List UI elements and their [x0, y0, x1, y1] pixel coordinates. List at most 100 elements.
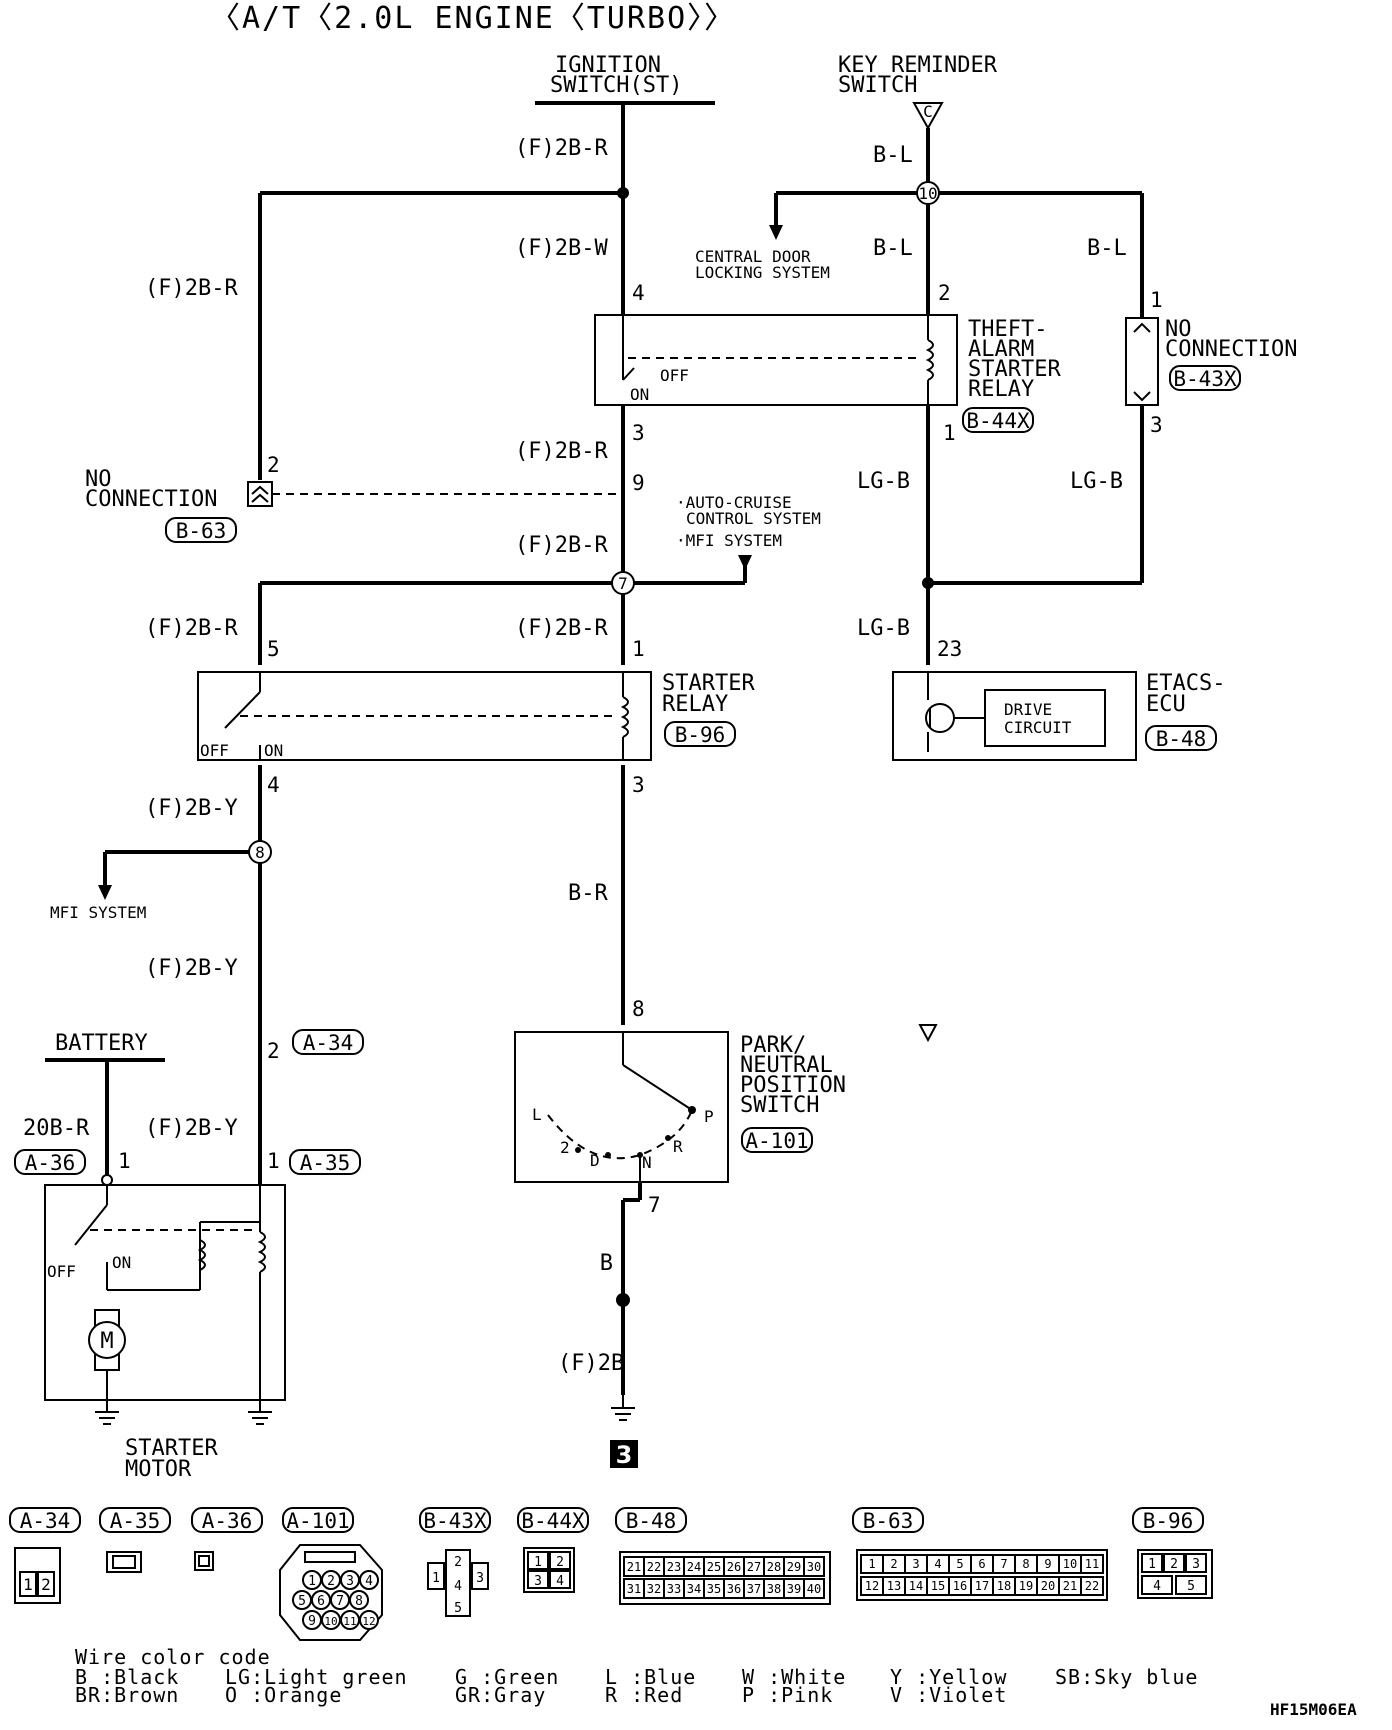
connector-pin-cell	[803, 1556, 825, 1577]
svg-text:6: 6	[317, 1594, 325, 1609]
svg-text:N: N	[642, 1153, 652, 1172]
pin-label: 4	[267, 773, 280, 797]
svg-text:L: L	[532, 1105, 542, 1124]
no-connection-b63: NO CONNECTION B-63	[85, 467, 273, 543]
svg-text:2: 2	[1170, 1557, 1178, 1572]
ignition-switch-label: IGNITION SWITCH(ST)	[550, 53, 682, 98]
svg-text:5: 5	[454, 1601, 462, 1616]
svg-text:8: 8	[255, 843, 265, 862]
svg-text:THEFT-: THEFT-	[968, 317, 1047, 342]
svg-text:CENTRAL DOOR: CENTRAL DOOR	[695, 247, 811, 266]
wire-label-sr1: (F)2B-R	[515, 616, 608, 641]
connector-pin-label: 11	[1085, 1557, 1099, 1571]
svg-text:10: 10	[324, 1615, 337, 1628]
connector-pin-label: 36	[727, 1582, 741, 1596]
svg-text:OFF: OFF	[660, 366, 689, 385]
svg-text:2: 2	[327, 1574, 335, 1589]
connector-pin-label: 35	[707, 1582, 721, 1596]
key-reminder-switch-label: KEY REMINDER SWITCH	[838, 53, 998, 98]
pin-label: 3	[632, 421, 645, 445]
pin-label: 1	[943, 421, 956, 445]
svg-text:ETACS-: ETACS-	[1146, 671, 1225, 696]
wire-label-lgb-left: LG-B	[857, 469, 910, 494]
connector-pin-cell	[1080, 1554, 1104, 1574]
pin-label: 8	[632, 997, 645, 1021]
wire-label-sr5: (F)2B-R	[145, 616, 238, 641]
legend-item: BR:Brown	[75, 1683, 179, 1707]
svg-text:CIRCUIT: CIRCUIT	[1004, 718, 1072, 737]
pin-label: 3	[1150, 413, 1163, 437]
connector-pin-label: 37	[747, 1582, 761, 1596]
connector-view-b43x: B-43X 1 2 3 4 5	[419, 1507, 491, 1617]
connector-pin-cell	[803, 1578, 825, 1599]
svg-text:PARK/: PARK/	[740, 1033, 806, 1058]
svg-text:STARTER: STARTER	[125, 1436, 218, 1461]
wire-label-bl-mid: B-L	[873, 236, 913, 261]
connector-tag-b44x: B-44X	[962, 407, 1034, 433]
wire-label-ign: (F)2B-R	[515, 136, 608, 161]
wire-label-relay-out: (F)2B-R	[515, 439, 608, 464]
svg-text:OFF: OFF	[47, 1262, 76, 1281]
connector-pin-label: 22	[647, 1560, 661, 1574]
ground-symbol	[611, 1395, 635, 1421]
connector-pin-label: 31	[627, 1582, 641, 1596]
svg-text:1: 1	[308, 1574, 316, 1589]
pin-label: 4	[632, 281, 645, 305]
connector-pin-cell	[1080, 1576, 1104, 1596]
svg-text:POSITION: POSITION	[740, 1073, 846, 1098]
connector-view-b96: B-96 1 2 3 4 5	[1132, 1507, 1213, 1599]
pin-label: 2	[938, 281, 951, 305]
legend-item: R :Red	[605, 1683, 683, 1707]
connector-pin-label: 3	[912, 1557, 919, 1571]
connector-views: A-34 1 2 A-35 A-36 A-101 1	[9, 1507, 1213, 1641]
connector-pin-label: 2	[890, 1557, 897, 1571]
connector-tag-a35: A-35	[289, 1149, 361, 1175]
legend-item: V :Violet	[890, 1683, 1007, 1707]
svg-text:B-43X: B-43X	[1173, 367, 1237, 391]
svg-text:DRIVE: DRIVE	[1004, 700, 1052, 719]
connector-pin-label: 5	[956, 1557, 963, 1571]
svg-text:3: 3	[534, 1574, 542, 1589]
connector-pin-label: 33	[667, 1582, 681, 1596]
mfi-system-label: MFI SYSTEM	[50, 903, 146, 922]
connector-pin-label: 10	[1063, 1557, 1077, 1571]
svg-text:OFF: OFF	[200, 741, 229, 760]
connector-pin-label: 7	[1000, 1557, 1007, 1571]
svg-text:IGNITION: IGNITION	[555, 53, 661, 78]
connector-pin-label: 32	[647, 1582, 661, 1596]
svg-text:5: 5	[1187, 1579, 1195, 1594]
junction-7: 7	[611, 571, 635, 595]
svg-text:1: 1	[1148, 1557, 1156, 1572]
svg-text:A-101: A-101	[745, 1129, 808, 1153]
svg-text:A-34: A-34	[20, 1509, 71, 1533]
legend-item: O :Orange	[225, 1683, 342, 1707]
svg-text:3: 3	[346, 1574, 354, 1589]
svg-text:SWITCH: SWITCH	[740, 1093, 819, 1118]
legend-heading: Wire color code	[75, 1645, 271, 1669]
svg-text:STARTER: STARTER	[968, 357, 1061, 382]
svg-text:STARTER: STARTER	[662, 671, 755, 696]
svg-text:4: 4	[1153, 1579, 1161, 1594]
connector-pin-label: 8	[1022, 1557, 1029, 1571]
connector-view-a101: A-101 1 2 3 4 5 6 7 8 9 10 11 12	[279, 1507, 383, 1641]
svg-text:B-48: B-48	[626, 1509, 677, 1533]
connector-pin-label: 25	[707, 1560, 721, 1574]
svg-text:B-63: B-63	[863, 1509, 914, 1533]
connector-pin-label: 18	[997, 1579, 1011, 1593]
connector-pin-label: 34	[687, 1582, 701, 1596]
connector-pin-label: 12	[865, 1579, 879, 1593]
connector-view-a35: A-35	[99, 1507, 171, 1573]
figure-code: HF15M06EA	[1270, 1700, 1357, 1719]
svg-text:CONNECTION: CONNECTION	[1165, 337, 1297, 362]
junction-10: 10	[916, 181, 940, 205]
svg-text:2: 2	[560, 1138, 570, 1157]
connector-view-a36: A-36	[191, 1507, 263, 1571]
wire-label-br: B-R	[568, 881, 608, 906]
svg-text:D: D	[590, 1151, 600, 1170]
starter-motor-label: STARTER MOTOR	[125, 1436, 218, 1482]
wire-label-sr4: (F)2B-Y	[145, 796, 238, 821]
connector-pin-label: 24	[687, 1560, 701, 1574]
svg-text:4: 4	[454, 1579, 462, 1594]
pin-label: 9	[632, 471, 645, 495]
